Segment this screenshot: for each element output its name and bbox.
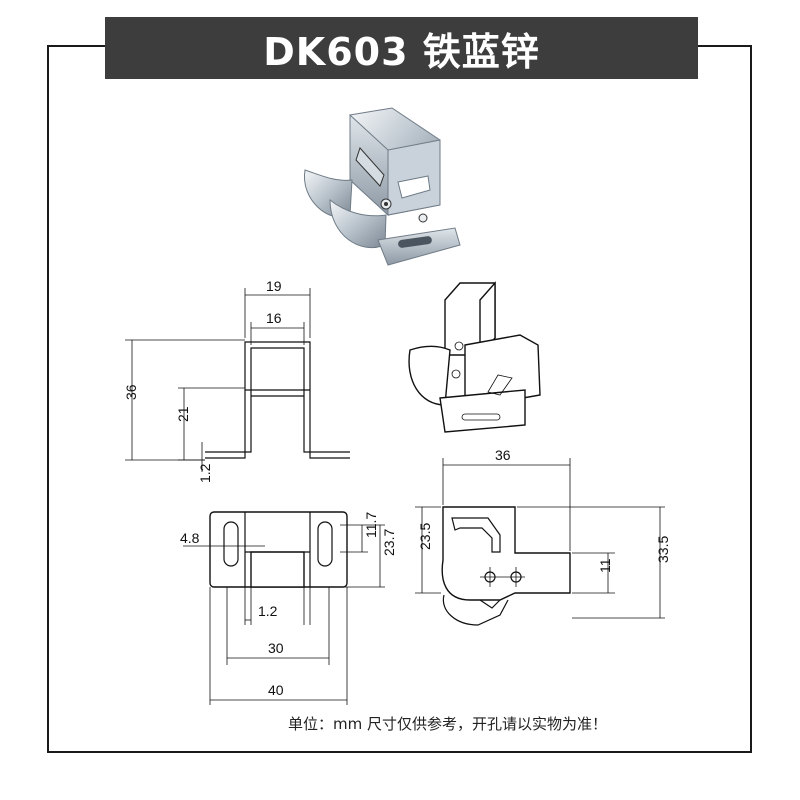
front-view <box>125 288 350 472</box>
dim-30: 30 <box>268 640 284 656</box>
dim-16: 16 <box>266 310 282 326</box>
dim-36: 36 <box>123 384 139 400</box>
dim-40: 40 <box>268 682 284 698</box>
dim-11-7: 11.7 <box>363 512 379 538</box>
side-view <box>415 458 665 626</box>
dim-36-side: 36 <box>495 447 511 463</box>
dim-11: 11 <box>597 558 613 573</box>
isometric-view <box>408 281 541 433</box>
product-photo <box>304 107 461 266</box>
dim-23-5: 23.5 <box>417 523 433 550</box>
dim-1-2-front: 1.2 <box>197 463 213 483</box>
dim-21: 21 <box>175 406 191 422</box>
top-view <box>183 511 385 705</box>
units-footnote: 单位：mm 尺寸仅供参考，开孔请以实物为准！ <box>288 715 607 733</box>
dim-19: 19 <box>266 278 282 294</box>
dim-23-7: 23.7 <box>381 529 397 556</box>
dim-4-8: 4.8 <box>180 530 200 546</box>
dim-33-5: 33.5 <box>655 536 671 563</box>
dim-1-2-top: 1.2 <box>258 603 278 619</box>
product-title: DK603 铁蓝锌 <box>105 17 698 79</box>
